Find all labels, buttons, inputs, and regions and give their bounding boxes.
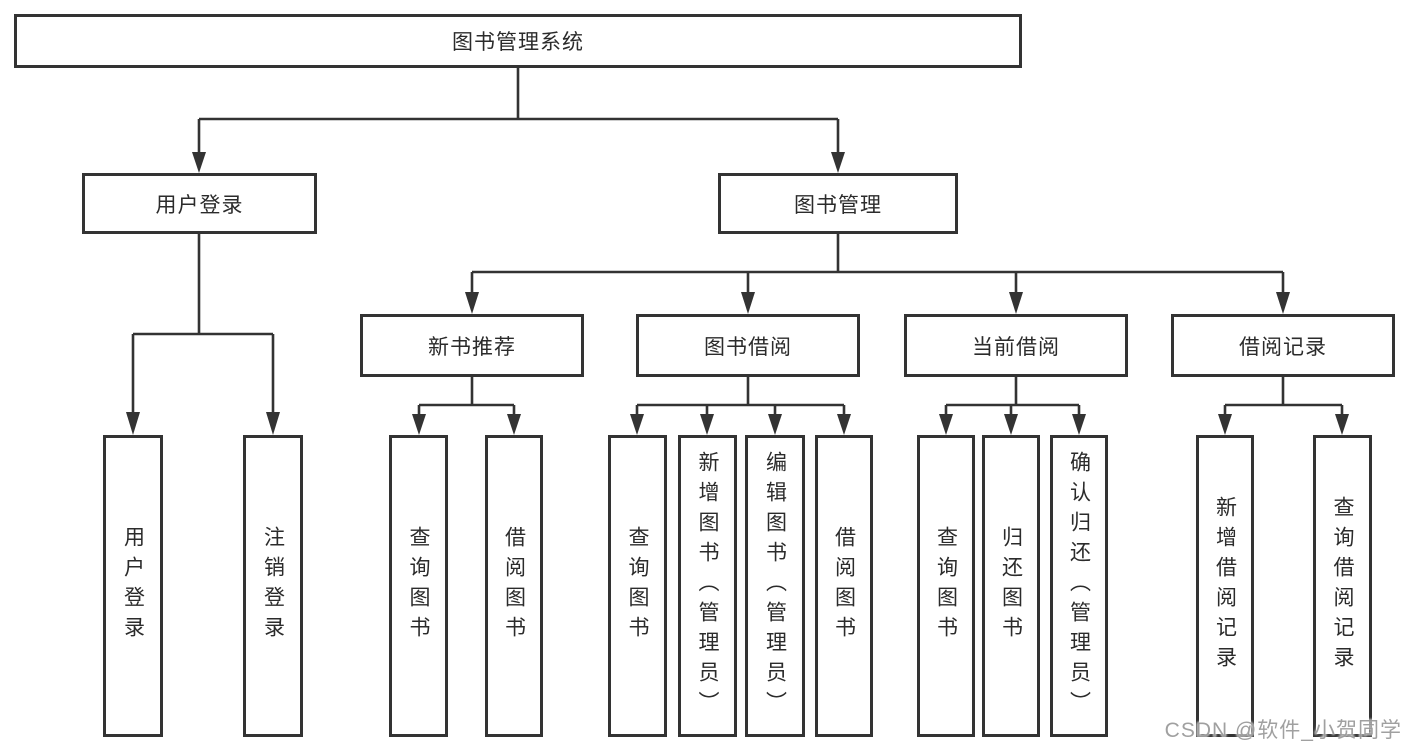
node-book-borrowing: 图书借阅 [636,314,860,377]
node-current-borrowing: 当前借阅 [904,314,1128,377]
leaf-borrowing-edit-books-admin: 编辑图书（管理员） [745,435,805,737]
leaf-current-confirm-return-admin: 确认归还（管理员） [1050,435,1108,737]
node-label: 查询图书 [934,526,958,646]
node-label: 图书借阅 [704,335,792,359]
leaf-recommend-borrow-books: 借阅图书 [485,435,543,737]
leaf-records-add-record: 新增借阅记录 [1196,435,1254,737]
leaf-records-query-record: 查询借阅记录 [1313,435,1372,737]
node-label: 用户登录 [155,193,244,217]
node-label: 归还图书 [999,526,1023,646]
leaf-borrowing-borrow-books: 借阅图书 [815,435,873,737]
node-new-book-recommend: 新书推荐 [360,314,584,377]
node-system-root: 图书管理系统 [14,14,1022,68]
leaf-current-return-books: 归还图书 [982,435,1040,737]
leaf-borrowing-query-books: 查询图书 [608,435,667,737]
node-label: 新增图书（管理员） [696,451,719,721]
leaf-logout: 注销登录 [243,435,303,737]
node-label: 确认归还（管理员） [1067,451,1091,721]
leaf-recommend-query-books: 查询图书 [389,435,448,737]
node-label: 编辑图书（管理员） [763,451,787,721]
node-label: 借阅图书 [502,526,526,646]
leaf-user-login: 用户登录 [103,435,163,737]
node-user-login-group: 用户登录 [82,173,317,234]
csdn-watermark: CSDN @软件_小贺同学 [1164,719,1402,742]
leaf-current-query-books: 查询图书 [917,435,975,737]
node-label: 图书管理系统 [452,31,584,54]
node-label: 当前借阅 [972,335,1060,359]
node-label: 查询图书 [626,526,649,646]
node-label: 借阅记录 [1239,335,1327,359]
node-book-management: 图书管理 [718,173,958,234]
node-label: 借阅图书 [832,526,856,646]
node-label: 注销登录 [261,526,285,646]
node-label: 用户登录 [121,526,145,646]
node-label: 查询图书 [407,526,430,646]
node-label: 新增借阅记录 [1213,496,1237,676]
leaf-borrowing-add-books-admin: 新增图书（管理员） [678,435,737,737]
node-borrow-records: 借阅记录 [1171,314,1395,377]
node-label: 新书推荐 [428,335,516,359]
node-label: 图书管理 [794,193,882,217]
node-label: 查询借阅记录 [1331,496,1354,676]
